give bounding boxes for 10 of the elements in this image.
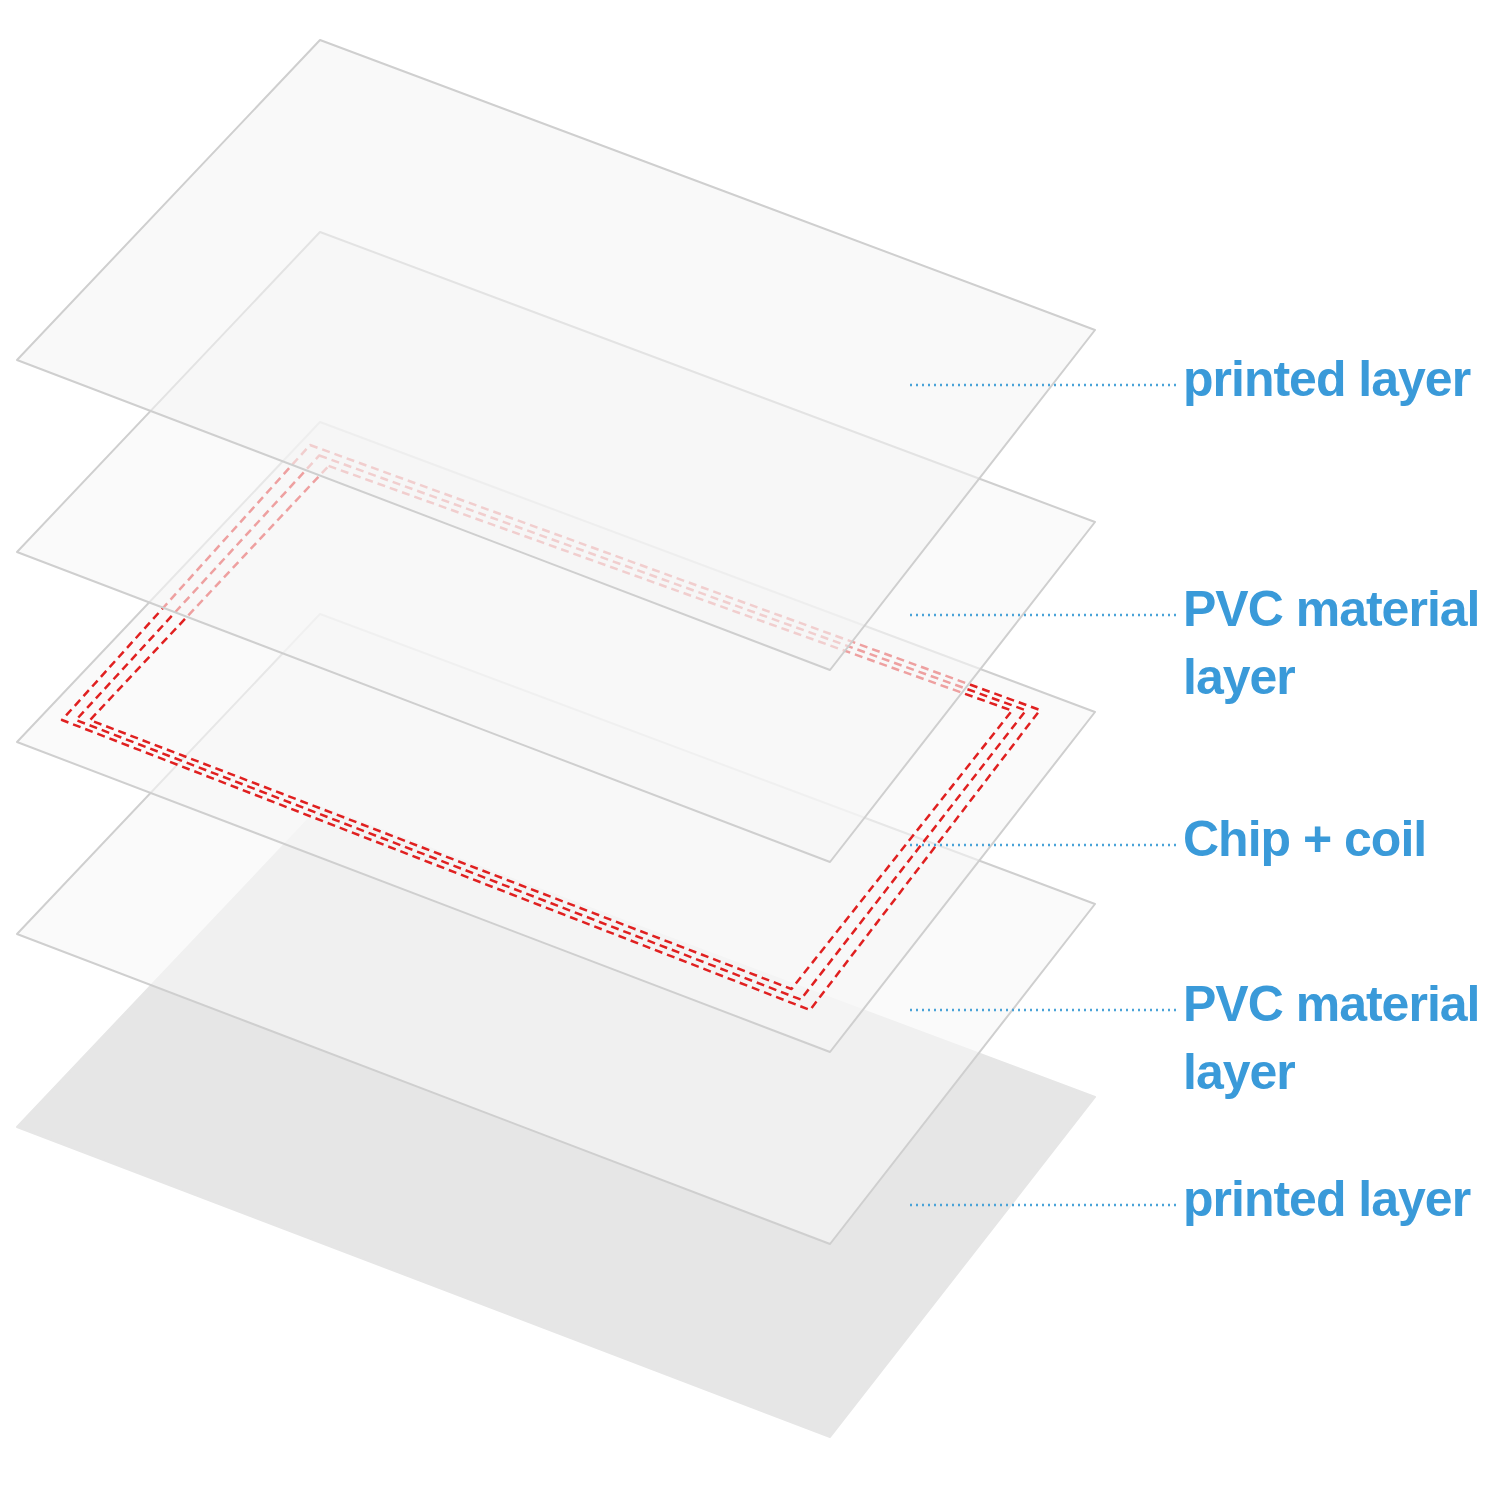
layer-label: PVC material layer xyxy=(1183,575,1498,711)
leader-line xyxy=(908,1008,1176,1012)
leader-line xyxy=(908,843,1176,847)
leader-line xyxy=(908,383,1176,387)
layer-label: PVC material layer xyxy=(1183,970,1498,1106)
layer-label: printed layer xyxy=(1183,345,1498,413)
leader-line xyxy=(908,1203,1176,1207)
layer-label: Chip + coil xyxy=(1183,805,1498,873)
leader-line xyxy=(908,613,1176,617)
layer-label: printed layer xyxy=(1183,1165,1498,1233)
